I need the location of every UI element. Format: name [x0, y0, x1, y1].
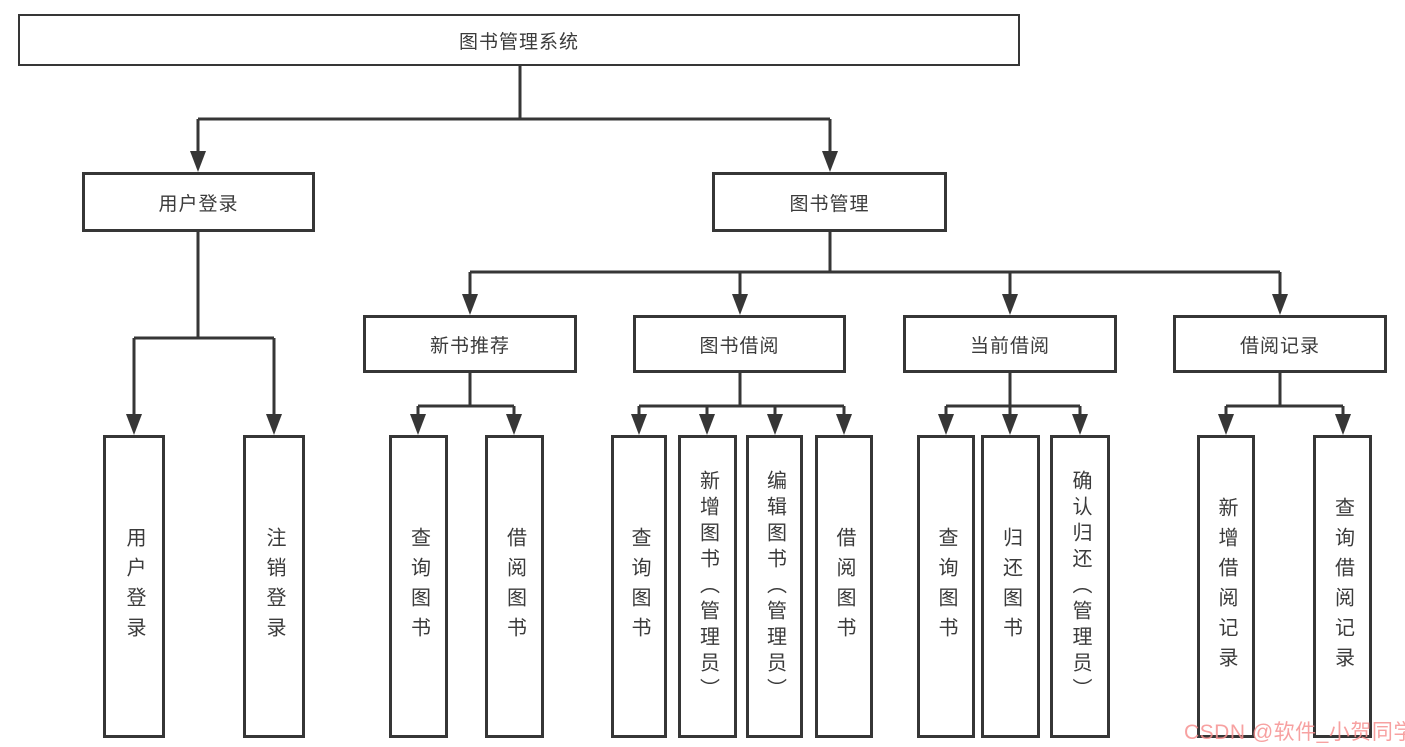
leaf-add-borrow-record-label: 新增借阅记录	[1215, 496, 1237, 677]
arrowhead-down-icon	[631, 414, 647, 435]
arrowhead-down-icon	[126, 414, 142, 435]
node-book-management-label: 图书管理	[789, 193, 870, 215]
arrowhead-down-icon	[699, 414, 715, 435]
arrowhead-down-icon	[506, 414, 522, 435]
arrowhead-down-icon	[1335, 414, 1351, 435]
arrowhead-down-icon	[410, 414, 426, 435]
arrowhead-down-icon	[462, 294, 478, 315]
leaf-add-borrow-record: 新增借阅记录	[1197, 435, 1255, 738]
connector-user-login-to-leaves	[126, 232, 282, 435]
node-user-login: 用户登录	[82, 172, 315, 232]
leaf-confirm-return-admin: 确认归还（管理员）	[1050, 435, 1110, 738]
leaf-query-books-borrowing: 查询图书	[611, 435, 667, 738]
leaf-confirm-return-admin-label: 确认归还（管理员）	[1069, 469, 1091, 704]
connector-root-to-level2	[190, 66, 838, 172]
leaf-logout-label: 注销登录	[263, 526, 285, 647]
arrowhead-down-icon	[732, 294, 748, 315]
node-book-borrowing-label: 图书借阅	[699, 335, 780, 357]
leaf-edit-book-admin: 编辑图书（管理员）	[746, 435, 803, 738]
connector-current-borrowing-to-leaves	[938, 373, 1088, 435]
leaf-user-login: 用户登录	[103, 435, 165, 738]
leaf-query-books-current: 查询图书	[917, 435, 975, 738]
arrowhead-down-icon	[767, 414, 783, 435]
connector-book-management-to-level3	[462, 232, 1288, 315]
arrowhead-down-icon	[190, 151, 206, 172]
leaf-user-login-label: 用户登录	[123, 526, 145, 647]
arrowhead-down-icon	[836, 414, 852, 435]
node-book-management: 图书管理	[712, 172, 947, 232]
arrowhead-down-icon	[1002, 414, 1018, 435]
leaf-edit-book-admin-label: 编辑图书（管理员）	[763, 469, 786, 704]
leaf-add-book-admin-label: 新增图书（管理员）	[696, 469, 719, 704]
leaf-query-borrow-record: 查询借阅记录	[1313, 435, 1372, 738]
leaf-borrow-books-borrowing-label: 借阅图书	[833, 526, 855, 647]
leaf-return-books: 归还图书	[981, 435, 1040, 738]
watermark: CSDN @软件_小贺同学	[1184, 721, 1405, 744]
leaf-query-books-recommend-label: 查询图书	[407, 526, 430, 647]
node-user-login-label: 用户登录	[158, 193, 239, 215]
node-borrowing-records: 借阅记录	[1173, 315, 1387, 373]
node-new-book-recommendation-label: 新书推荐	[429, 335, 510, 357]
node-root: 图书管理系统	[18, 14, 1020, 66]
node-root-label: 图书管理系统	[458, 31, 579, 53]
leaf-add-book-admin: 新增图书（管理员）	[678, 435, 737, 738]
leaf-query-borrow-record-label: 查询借阅记录	[1331, 496, 1354, 677]
leaf-logout: 注销登录	[243, 435, 305, 738]
leaf-query-books-current-label: 查询图书	[935, 526, 957, 647]
node-borrowing-records-label: 借阅记录	[1239, 335, 1320, 357]
node-book-borrowing: 图书借阅	[633, 315, 846, 373]
arrowhead-down-icon	[822, 151, 838, 172]
leaf-borrow-books-recommend-label: 借阅图书	[503, 526, 526, 647]
connector-book-borrowing-to-leaves	[631, 373, 852, 435]
node-new-book-recommendation: 新书推荐	[363, 315, 577, 373]
arrowhead-down-icon	[266, 414, 282, 435]
leaf-borrow-books-recommend: 借阅图书	[485, 435, 544, 738]
connector-new-book-recommendation-to-leaves	[410, 373, 522, 435]
arrowhead-down-icon	[1072, 414, 1088, 435]
leaf-query-books-recommend: 查询图书	[389, 435, 448, 738]
arrowhead-down-icon	[1218, 414, 1234, 435]
arrowhead-down-icon	[1002, 294, 1018, 315]
arrowhead-down-icon	[938, 414, 954, 435]
leaf-query-books-borrowing-label: 查询图书	[628, 526, 650, 647]
arrowhead-down-icon	[1272, 294, 1288, 315]
node-current-borrowing-label: 当前借阅	[969, 335, 1050, 357]
leaf-return-books-label: 归还图书	[999, 526, 1022, 647]
node-current-borrowing: 当前借阅	[903, 315, 1117, 373]
connector-borrowing-records-to-leaves	[1218, 373, 1351, 435]
leaf-borrow-books-borrowing: 借阅图书	[815, 435, 873, 738]
